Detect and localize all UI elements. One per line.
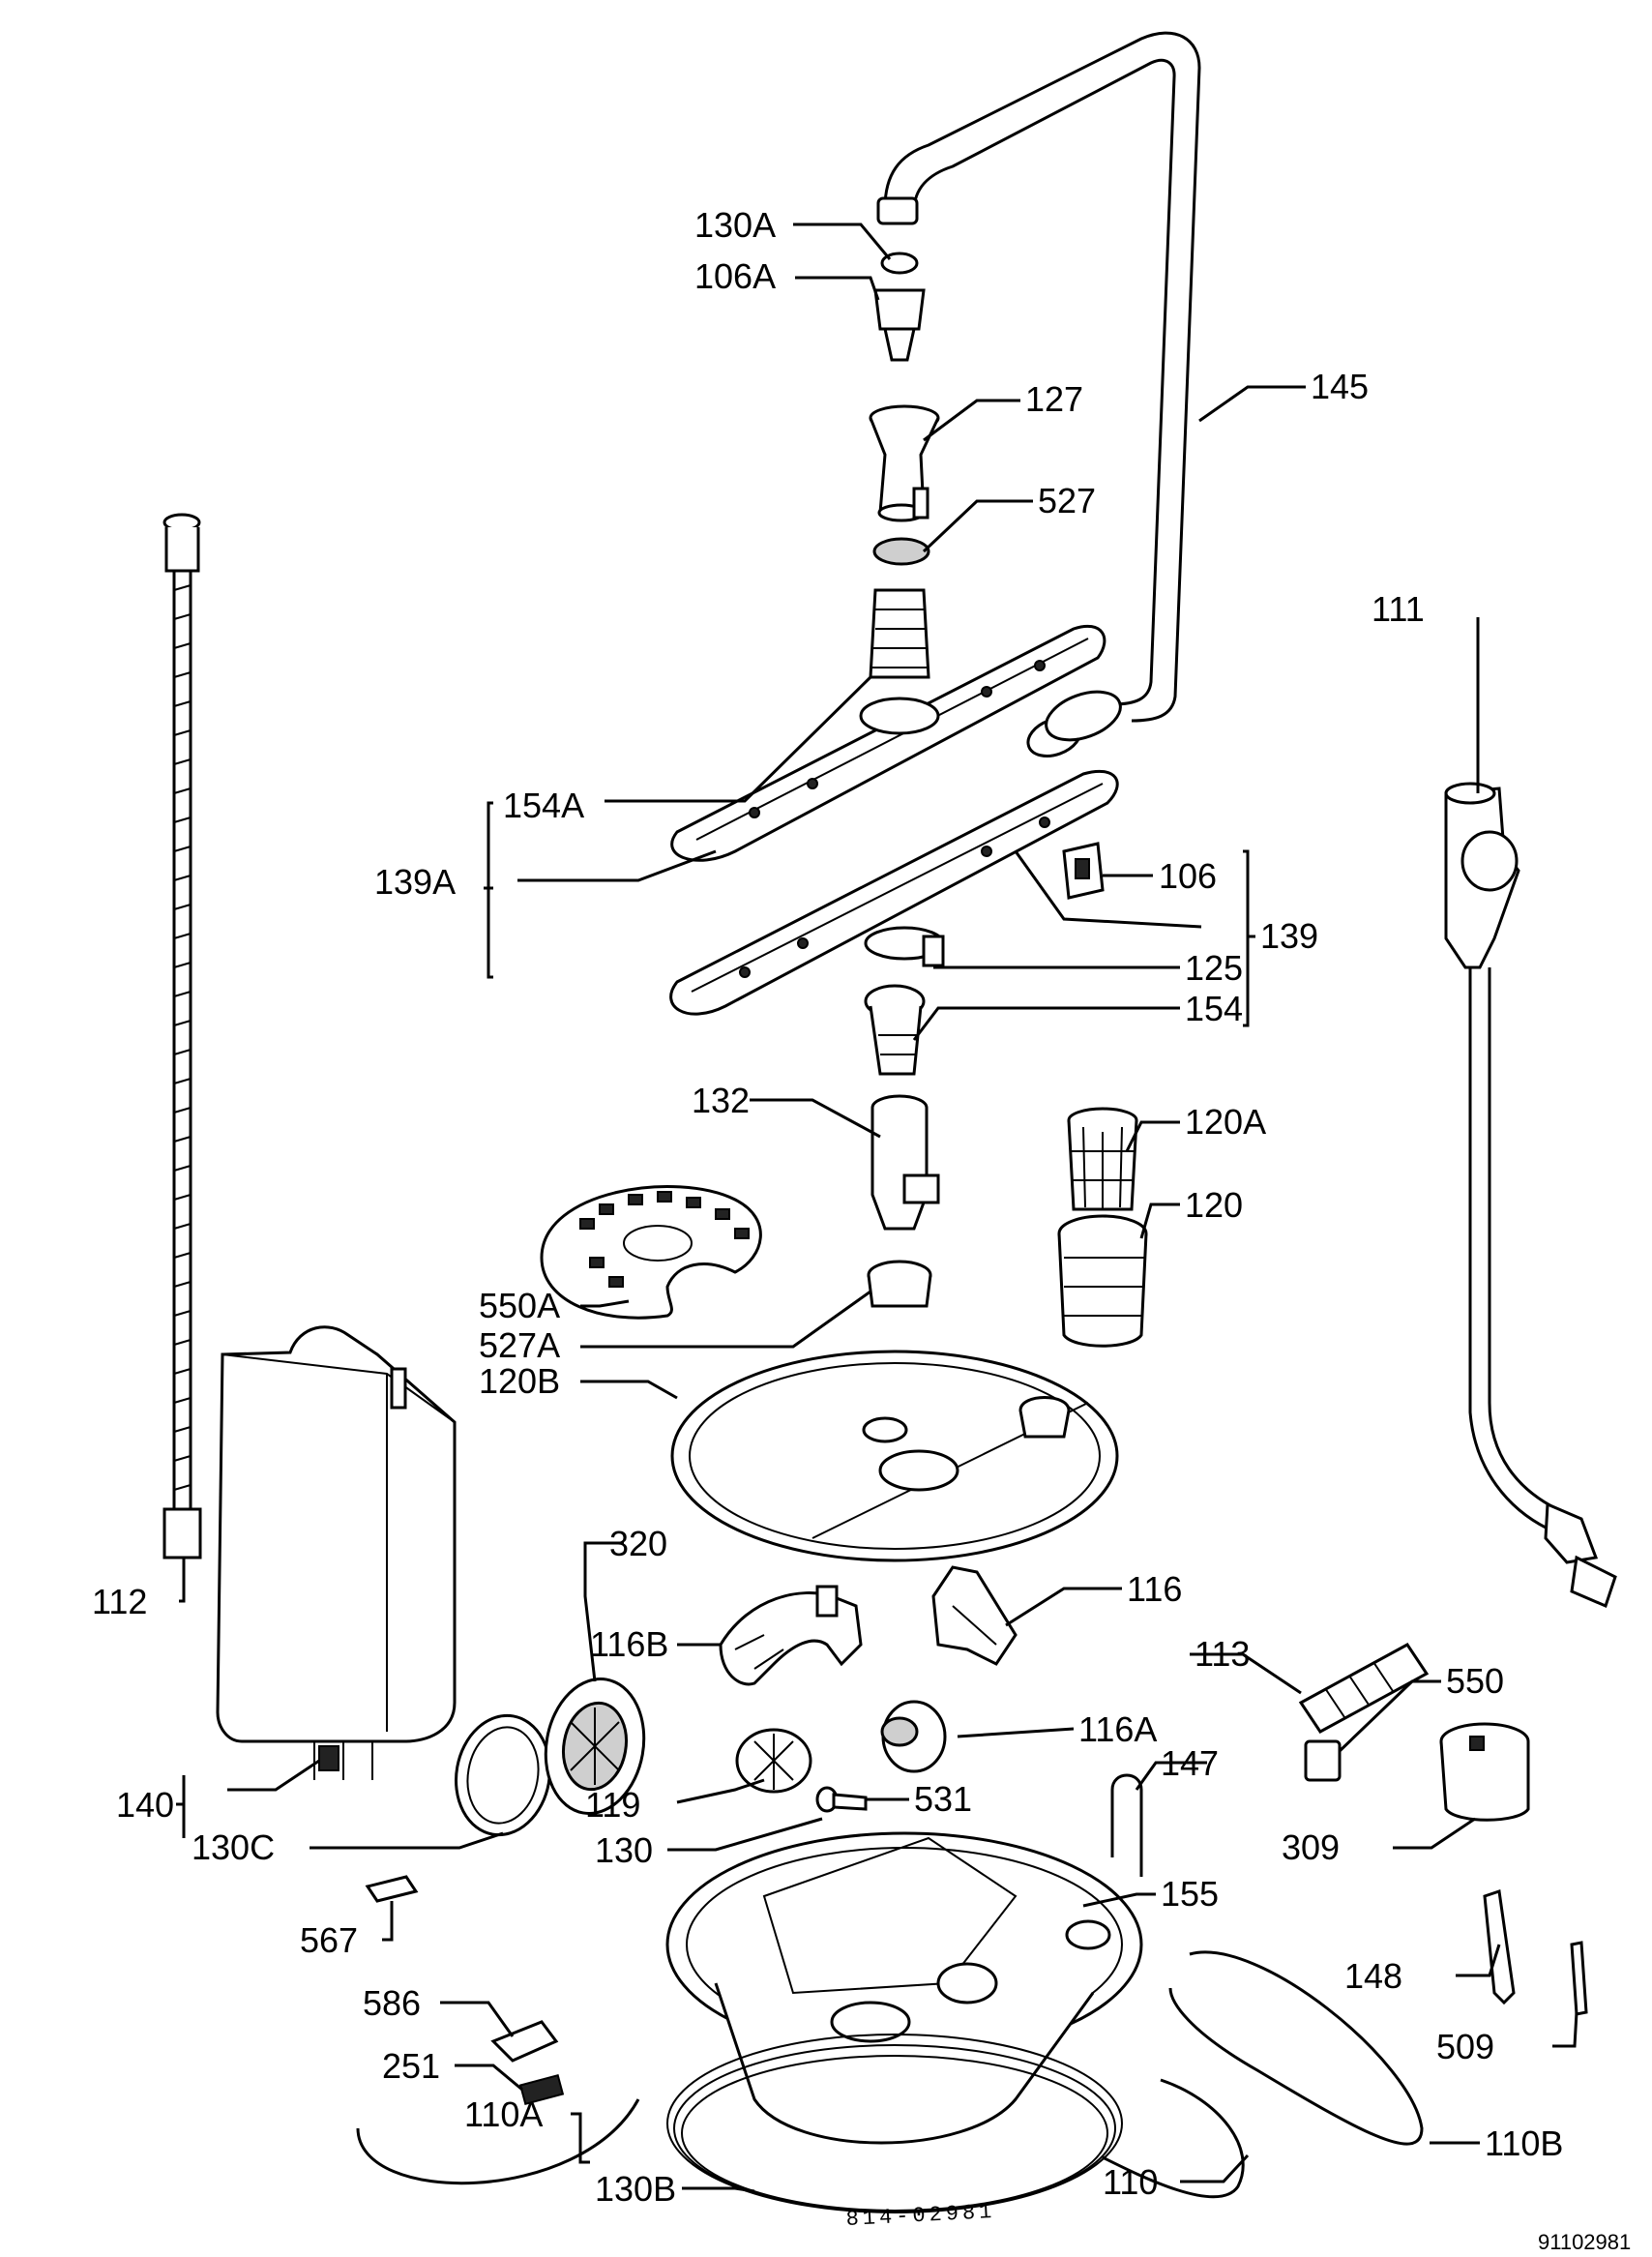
- label-116: 116: [1127, 1569, 1182, 1609]
- label-148: 148: [1344, 1956, 1402, 1996]
- filter-assembly: [1057, 1107, 1148, 1348]
- clip-567: [365, 1875, 419, 1903]
- label-309: 309: [1282, 1827, 1340, 1867]
- hose-110: [1102, 2078, 1245, 2199]
- lower-spray-arm: [669, 769, 1119, 1016]
- label-130C: 130C: [192, 1827, 275, 1867]
- bearing-ring-527: [872, 537, 930, 566]
- label-113: 113: [1195, 1634, 1250, 1674]
- hose-connector-113: [1298, 1643, 1430, 1734]
- brace-marks: [176, 1775, 186, 1838]
- label-125: 125: [1185, 948, 1243, 988]
- label-111: 111: [1372, 589, 1425, 629]
- drawing-code: 814-02981: [845, 2200, 996, 2232]
- spray-arm-hub-154: [864, 984, 926, 1076]
- label-140: 140: [116, 1785, 174, 1825]
- label-106A: 106A: [694, 256, 776, 296]
- pump-housing-116B: [719, 1585, 863, 1686]
- label-130: 130: [595, 1830, 653, 1870]
- part-586: [490, 2020, 559, 2063]
- connector-116: [931, 1565, 1018, 1666]
- label-139: 139: [1260, 916, 1318, 956]
- upper-spray-pipe: [876, 31, 1201, 757]
- label-120: 120: [1185, 1185, 1243, 1225]
- label-527A: 527A: [479, 1325, 560, 1365]
- pin-509: [1570, 1941, 1588, 2016]
- pipe-132: [870, 1094, 940, 1231]
- label-116B: 116B: [590, 1624, 668, 1664]
- float-309: [1439, 1722, 1530, 1822]
- document-code: 91102981: [1538, 2230, 1631, 2254]
- hose-110A: [356, 2098, 640, 2185]
- water-hose-112: [162, 513, 202, 1559]
- upper-spray-nozzle-parts: [873, 252, 926, 362]
- cover-550A: [540, 1185, 762, 1320]
- label-251: 251: [382, 2046, 440, 2086]
- label-550: 550: [1446, 1661, 1504, 1701]
- label-106: 106: [1159, 856, 1217, 896]
- gasket-130B: [666, 2034, 1123, 2213]
- part-labels: 130A 106A 127 145 527 111 154A 139A 106 …: [92, 205, 1563, 2209]
- label-130A: 130A: [694, 205, 776, 245]
- label-145: 145: [1311, 367, 1369, 406]
- label-110A: 110A: [464, 2094, 543, 2134]
- water-softener-140: [216, 1325, 457, 1780]
- label-110: 110: [1103, 2162, 1158, 2202]
- impeller-119: [735, 1728, 812, 1794]
- block-550: [1304, 1739, 1342, 1782]
- label-120B: 120B: [479, 1361, 560, 1401]
- label-116A: 116A: [1078, 1709, 1157, 1749]
- label-130B: 130B: [595, 2169, 676, 2209]
- label-320: 320: [609, 1524, 667, 1563]
- label-132: 132: [692, 1081, 750, 1120]
- label-112: 112: [92, 1582, 147, 1621]
- label-119: 119: [585, 1785, 640, 1825]
- leader-lines: [179, 223, 1578, 2193]
- label-127: 127: [1025, 379, 1083, 419]
- ring-527A: [867, 1260, 932, 1308]
- label-531: 531: [914, 1779, 972, 1819]
- part-251: [518, 2073, 565, 2106]
- label-139A: 139A: [374, 862, 456, 902]
- label-155: 155: [1161, 1874, 1219, 1914]
- label-527: 527: [1038, 481, 1096, 520]
- label-154: 154: [1185, 989, 1243, 1028]
- label-110B: 110B: [1485, 2123, 1563, 2163]
- label-147: 147: [1161, 1743, 1219, 1783]
- screw-531: [815, 1786, 868, 1813]
- sump-155: [665, 1831, 1143, 2145]
- pump-impeller-320: [544, 1678, 646, 1815]
- upper-spray-arm: [670, 588, 1106, 862]
- holder-125: [864, 926, 945, 967]
- label-509: 509: [1436, 2027, 1494, 2066]
- label-567: 567: [300, 1920, 358, 1960]
- valve-cap-116A: [880, 1700, 947, 1773]
- hose-110B: [1168, 1950, 1424, 2146]
- filter-plate-120B: [670, 1350, 1119, 1562]
- clip-106: [1062, 842, 1105, 900]
- inlet-hose-111: [1444, 782, 1617, 1609]
- seal-ring-130C: [455, 1713, 551, 1837]
- clip-147: [1110, 1773, 1143, 1877]
- label-586: 586: [363, 1983, 421, 2023]
- spray-arm-pipe-upper: [869, 404, 940, 522]
- label-154A: 154A: [503, 786, 584, 825]
- label-120A: 120A: [1185, 1102, 1266, 1142]
- label-550A: 550A: [479, 1286, 560, 1325]
